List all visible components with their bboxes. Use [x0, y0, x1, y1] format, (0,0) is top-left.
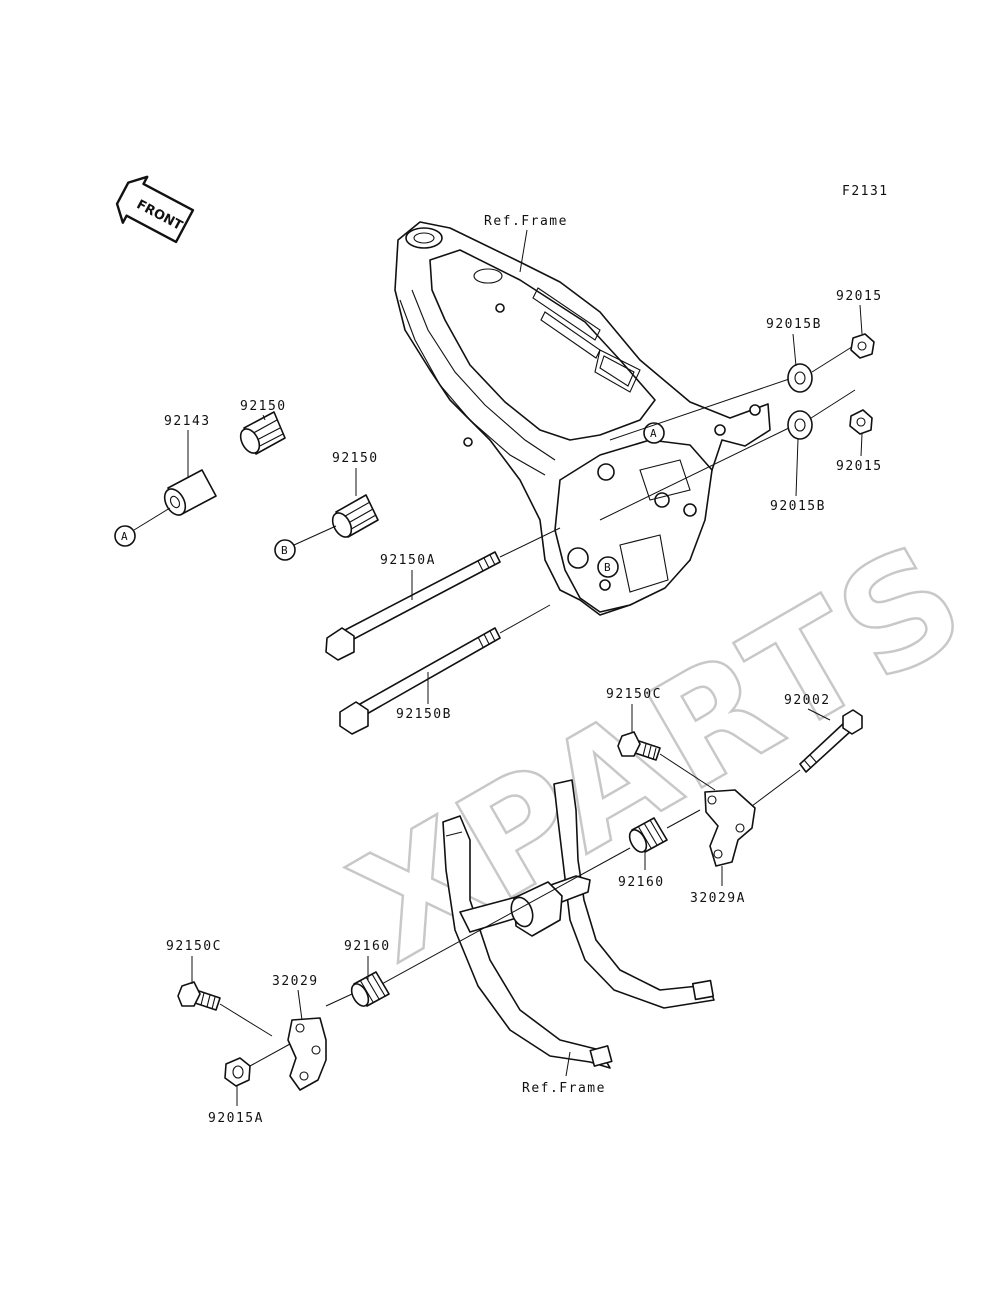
damper-92160-left — [350, 971, 390, 1007]
ref-frame-top-label: Ref.Frame — [484, 214, 568, 229]
svg-text:B: B — [281, 544, 288, 557]
label-92160-right: 92160 — [618, 875, 665, 890]
bolt-92150c-left — [177, 981, 221, 1011]
label-92015-mid: 92015 — [836, 459, 883, 474]
diagram-code: F2131 — [842, 184, 889, 199]
label-32029: 32029 — [272, 974, 319, 989]
bolt-92150b — [339, 627, 501, 735]
nut-92015-top — [850, 333, 875, 359]
svg-text:B: B — [604, 561, 611, 574]
collar-92150-left — [239, 411, 286, 455]
nut-92015a — [224, 1057, 251, 1087]
label-92160-left: 92160 — [344, 939, 391, 954]
label-92143: 92143 — [164, 414, 211, 429]
label-92150b: 92150B — [396, 707, 452, 722]
bolt-92150a — [325, 551, 501, 661]
bracket-32029a — [704, 789, 756, 867]
label-92015b-top: 92015B — [766, 317, 822, 332]
front-arrow-icon: FRONT — [115, 175, 195, 244]
label-92002: 92002 — [784, 693, 831, 708]
label-92015-top: 92015 — [836, 289, 883, 304]
label-32029a: 32029A — [690, 891, 746, 906]
washer-92015b-top — [787, 363, 813, 393]
main-frame — [394, 221, 771, 616]
callout-b-left: B — [274, 539, 296, 561]
lower-subframe — [442, 779, 715, 1069]
label-92015a: 92015A — [208, 1111, 264, 1126]
callout-a-frame: A — [643, 422, 665, 444]
bolt-92002 — [799, 709, 863, 773]
label-92015b-mid: 92015B — [770, 499, 826, 514]
svg-text:A: A — [650, 427, 657, 440]
collar-92150-mid — [331, 494, 379, 538]
label-92150a: 92150A — [380, 553, 436, 568]
bracket-32029 — [287, 1017, 327, 1091]
bolt-92150c-right — [617, 731, 661, 761]
label-92150-mid: 92150 — [332, 451, 379, 466]
callout-b-frame: B — [597, 556, 619, 578]
label-92150c-right: 92150C — [606, 687, 662, 702]
svg-text:A: A — [121, 530, 128, 543]
washer-92015b-mid — [787, 410, 813, 440]
ref-frame-bottom-label: Ref.Frame — [522, 1081, 606, 1096]
callout-a-left: A — [114, 525, 136, 547]
nut-92015-mid — [849, 409, 873, 435]
label-92150-left: 92150 — [240, 399, 287, 414]
label-92150c-left: 92150C — [166, 939, 222, 954]
damper-92160-right — [628, 817, 668, 853]
